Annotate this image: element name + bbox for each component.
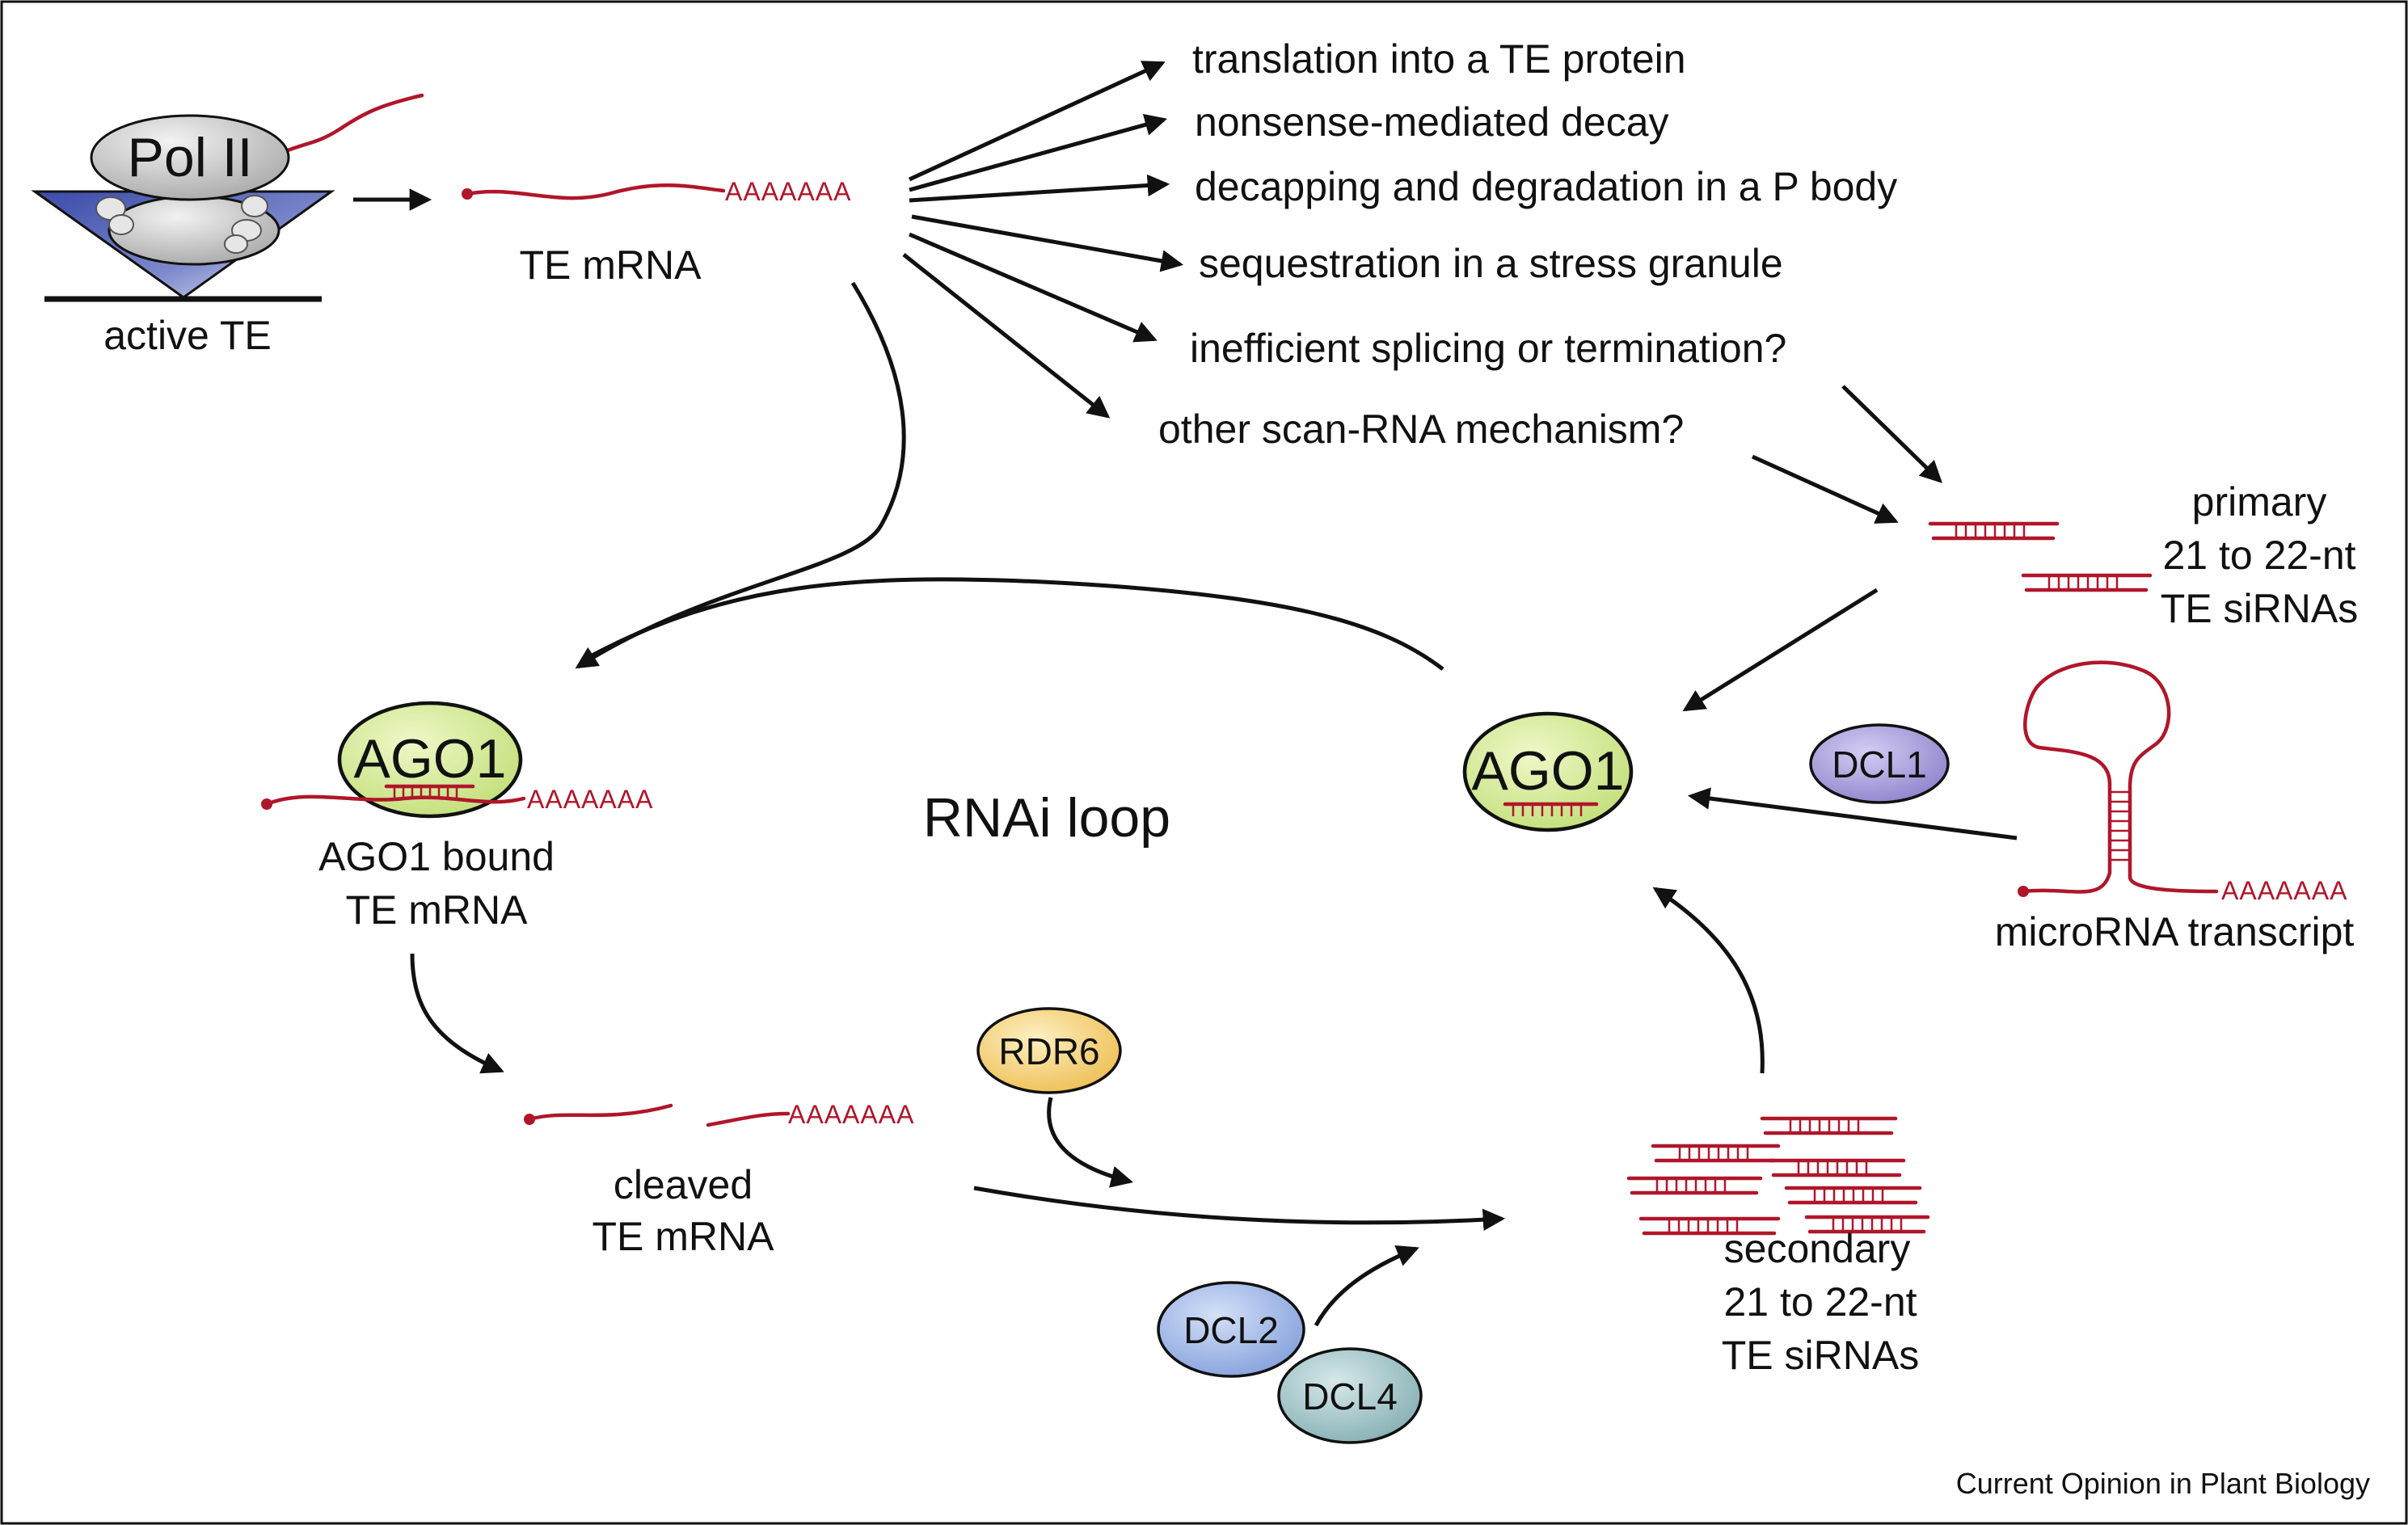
fate-splicing: inefficient splicing or termination?: [1190, 326, 1786, 371]
rdr6-label: RDR6: [998, 1030, 1099, 1072]
ago1-bound-polya: AAAAAAA: [527, 785, 653, 814]
arrow-cleaved-to-secondary: [973, 1186, 1506, 1232]
arrow-loop-return: [584, 577, 1444, 671]
active-te-group: Pol II active TE: [31, 93, 424, 358]
ago1-left-ellipse: [337, 701, 523, 819]
ago1-bound-label-1: AGO1 bound: [318, 834, 555, 879]
cleaved-label-1: cleaved: [614, 1162, 753, 1207]
ago1-right-group: AGO1: [1462, 711, 1634, 832]
journal-credit: Current Opinion in Plant Biology: [1956, 1467, 2370, 1500]
ago1-bound-label-2: TE mRNA: [346, 887, 529, 933]
ago1-bound-group: AGO1 AAAAAAA AGO1 bound TE mRNA: [261, 701, 653, 933]
pol-ii-small-subunits: [95, 195, 268, 254]
dcl1-ellipse: [1809, 723, 1950, 804]
fate-translation: translation into a TE protein: [1192, 36, 1686, 82]
ago1-right-label: AGO1: [1472, 740, 1625, 802]
arrow-dcl-to-secondary: [1314, 1245, 1419, 1327]
cleaved-fragment-5prime: [527, 1103, 673, 1122]
active-te-label: active TE: [103, 313, 272, 358]
arrow-ago1-bound-to-cleaved: [410, 953, 504, 1074]
arrow-microrna-to-ago1: [1687, 787, 2018, 840]
microrna-hairpin-icon: [2018, 660, 2219, 897]
dcl1-label: DCL1: [1832, 744, 1927, 786]
dcl2-ellipse: [1157, 1281, 1305, 1378]
primary-label-3: TE siRNAs: [2161, 586, 2358, 631]
rnai-loop-label: RNAi loop: [923, 787, 1170, 849]
te-mrna-label: TE mRNA: [520, 242, 702, 288]
dcl2-label: DCL2: [1183, 1309, 1279, 1351]
te-mrna-strand: [465, 183, 726, 200]
fate-p-body: decapping and degradation in a P body: [1195, 164, 1897, 209]
pol-ii-label: Pol II: [128, 127, 253, 188]
microrna-polya: AAAAAAA: [2221, 876, 2347, 905]
arrow-scan-to-primary: [1751, 454, 1899, 524]
primary-sirnas-icon: [1928, 521, 2153, 592]
secondary-sirnas-icon: [1626, 1116, 1930, 1236]
arrow-primary-to-ago1: [1682, 588, 1879, 712]
arrow-rdr6: [1047, 1097, 1134, 1188]
fate-arrows: [902, 61, 1184, 419]
cleaved-label-2: TE mRNA: [593, 1214, 775, 1259]
microrna-transcript-label: microRNA transcript: [1995, 909, 2355, 954]
cleaved-polya: AAAAAAA: [788, 1100, 914, 1129]
ago1-right-ellipse: [1462, 711, 1634, 832]
primary-label-1: primary: [2192, 479, 2327, 524]
rdr6-ellipse: [976, 1007, 1122, 1094]
pol-ii-ellipse: [90, 114, 290, 201]
secondary-label-2: 21 to 22-nt: [1723, 1279, 1917, 1325]
arrow-secondary-to-ago1: [1652, 887, 1765, 1074]
arrow-splicing-to-primary: [1841, 385, 1942, 483]
cleaved-mrna-group: AAAAAAA cleaved TE mRNA: [524, 1100, 914, 1259]
dcl4-label: DCL4: [1302, 1375, 1398, 1418]
dcl4-ellipse: [1277, 1347, 1423, 1444]
ago1-left-label: AGO1: [354, 728, 507, 790]
secondary-label-3: TE siRNAs: [1722, 1333, 1919, 1378]
te-mrna-polya: AAAAAAA: [725, 177, 851, 206]
te-mrna-group: AAAAAAA TE mRNA: [462, 177, 851, 288]
cleaved-fragment-3prime: [706, 1111, 791, 1127]
ago1-bound-mrna: [264, 794, 526, 807]
fate-stress-granule: sequestration in a stress granule: [1199, 241, 1783, 286]
fate-scan-rna: other scan-RNA mechanism?: [1158, 407, 1684, 452]
fate-nmd: nonsense-mediated decay: [1195, 99, 1669, 145]
primary-label-2: 21 to 22-nt: [2162, 533, 2355, 578]
arrow-mrna-to-ago1-bound: [575, 281, 906, 669]
secondary-label-1: secondary: [1724, 1226, 1911, 1271]
